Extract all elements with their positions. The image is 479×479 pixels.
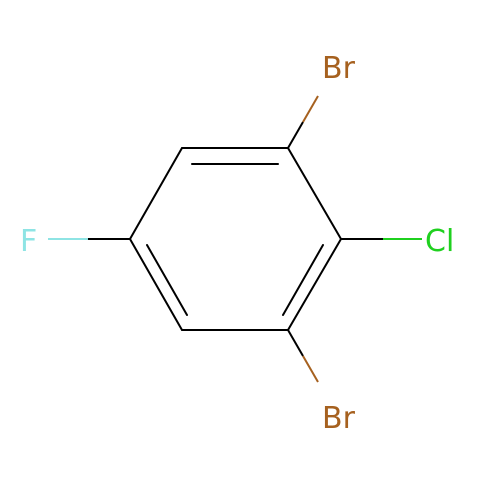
- double-bond-c5-c6: [146, 244, 188, 316]
- bond-c4-br-bottom-br-half: [302, 355, 319, 383]
- bond-c4-br-bottom-carbon-half: [287, 329, 304, 357]
- substituent-bonds: [48, 95, 422, 383]
- atom-label-f: F: [20, 224, 37, 259]
- bond-c3-c4: [287, 238, 342, 331]
- atom-label-br-top: Br: [322, 51, 356, 86]
- aromatic-inner-bonds: [146, 163, 324, 316]
- bond-c2-c3: [287, 147, 342, 240]
- bond-c5-c6: [129, 238, 183, 331]
- atom-label-br-bottom: Br: [322, 401, 356, 436]
- ring-bonds: [129, 147, 342, 331]
- double-bond-c3-c4: [282, 244, 324, 316]
- bond-c6-c1: [129, 147, 183, 240]
- atom-label-cl: Cl: [425, 224, 454, 259]
- bond-c2-br-top-br-half: [302, 95, 319, 123]
- bond-c2-br-top-carbon-half: [287, 121, 304, 149]
